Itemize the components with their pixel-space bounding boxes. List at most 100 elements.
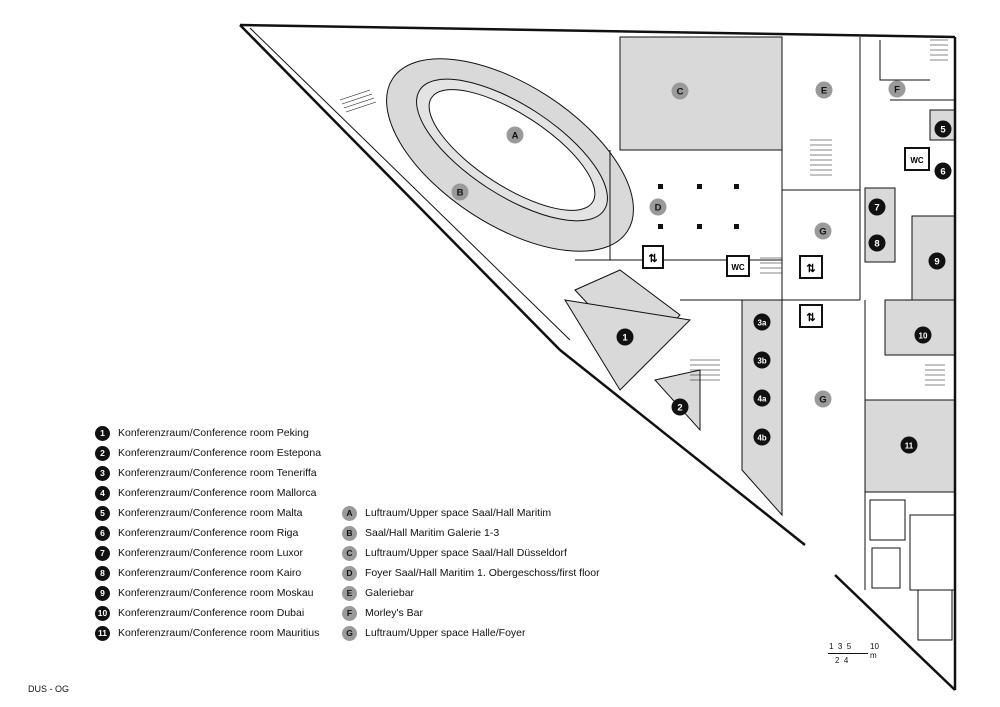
area-legend-badge: D xyxy=(342,565,357,581)
room-badge: 4b xyxy=(753,428,771,446)
room-legend-item: 9 Konferenzraum/Conference room Moskau xyxy=(95,583,321,603)
area-legend-text: Luftraum/Upper space Saal/Hall Düsseldor… xyxy=(365,547,567,559)
area-legend-badge: E xyxy=(342,585,357,601)
room-legend-badge: 7 xyxy=(95,545,110,561)
area-badge: B xyxy=(451,183,469,201)
room-badge-label: 4b xyxy=(757,434,766,443)
area-badge-label: A xyxy=(512,131,519,142)
room-badge-label: 5 xyxy=(940,125,946,136)
room-badge-label: 10 xyxy=(919,332,928,341)
svg-text:⇅: ⇅ xyxy=(806,312,815,324)
room-legend-text: Konferenzraum/Conference room Estepona xyxy=(118,447,322,459)
room-legend-badge: 1 xyxy=(95,425,110,441)
pillars xyxy=(658,184,739,229)
area-legend-item: A Luftraum/Upper space Saal/Hall Maritim xyxy=(342,503,600,523)
svg-text:⇅: ⇅ xyxy=(806,263,815,275)
room-legend-badge: 2 xyxy=(95,445,110,461)
room-legend-item: 1 Konferenzraum/Conference room Peking xyxy=(95,423,321,443)
room-legend-badge: 5 xyxy=(95,505,110,521)
area-badge-label: G xyxy=(819,395,826,406)
area-legend-item: C Luftraum/Upper space Saal/Hall Düsseldo… xyxy=(342,543,600,563)
area-badge: C xyxy=(671,82,689,100)
room-legend-badge: 11 xyxy=(95,625,110,641)
room-legend-text: Konferenzraum/Conference room Malta xyxy=(118,507,303,519)
area-legend-text: Foyer Saal/Hall Maritim 1. Obergeschoss/… xyxy=(365,567,600,579)
wc-label: WC xyxy=(731,263,745,272)
room-legend-item: 7 Konferenzraum/Conference room Luxor xyxy=(95,543,321,563)
room-legend-badge: 4 xyxy=(95,485,110,501)
area-legend-badge: C xyxy=(342,545,357,561)
room-badge-label: 4a xyxy=(758,395,767,404)
room-badge: 6 xyxy=(934,162,952,180)
svg-text:⇅: ⇅ xyxy=(648,253,657,265)
area-badge-label: B xyxy=(457,188,464,199)
room-legend-badge: 6 xyxy=(95,525,110,541)
room-legend-text: Konferenzraum/Conference room Peking xyxy=(118,427,309,439)
area-legend-text: Saal/Hall Maritim Galerie 1-3 xyxy=(365,527,500,539)
walls xyxy=(239,23,957,691)
room-legend-text: Konferenzraum/Conference room Luxor xyxy=(118,547,304,559)
scale-top-ticks: 1 3 5 xyxy=(829,642,852,651)
area-badge-label: C xyxy=(677,87,684,98)
scale-line xyxy=(828,653,868,654)
room-badge-label: 6 xyxy=(940,167,945,178)
room-legend-text: Konferenzraum/Conference room Kairo xyxy=(118,567,302,579)
area-legend-item: G Luftraum/Upper space Halle/Foyer xyxy=(342,623,600,643)
area-badge-label: F xyxy=(894,85,900,96)
room-fills xyxy=(564,36,956,517)
room-badge-label: 2 xyxy=(677,403,682,414)
room-badge-label: 8 xyxy=(874,239,879,250)
room-badge: 2 xyxy=(671,398,689,416)
stairs xyxy=(339,39,948,386)
room-legend-item: 5 Konferenzraum/Conference room Malta xyxy=(95,503,321,523)
room-badge: 5 xyxy=(934,120,952,138)
area-legend-badge: G xyxy=(342,625,357,641)
area-legend-badge: B xyxy=(342,525,357,541)
room-legend-text: Konferenzraum/Conference room Riga xyxy=(118,527,299,539)
scale-unit: 10 m xyxy=(870,642,879,660)
scale-bottom-ticks: 2 4 xyxy=(835,656,849,665)
room-legend-badge: 9 xyxy=(95,585,110,601)
area-badge-label: D xyxy=(655,203,662,214)
area-legend-item: E Galeriebar xyxy=(342,583,600,603)
area-legend-item: D Foyer Saal/Hall Maritim 1. Obergeschoss… xyxy=(342,563,600,583)
area-badge: G xyxy=(814,390,832,408)
area-legend-text: Luftraum/Upper space Saal/Hall Maritim xyxy=(365,507,552,519)
room-legend-text: Konferenzraum/Conference room Dubai xyxy=(118,607,305,619)
room-legend-text: Konferenzraum/Conference room Mallorca xyxy=(118,487,317,499)
room-badge-label: 9 xyxy=(934,257,939,268)
room-badge: 9 xyxy=(928,252,946,270)
room-badge: 7 xyxy=(868,198,886,216)
hall-maritim xyxy=(386,58,634,252)
room-badge-label: 7 xyxy=(874,203,879,214)
room-legend-text: Konferenzraum/Conference room Moskau xyxy=(118,587,314,599)
room-badges: 1 2 3a 3b 4a 4b 5 6 7 8 9 10 11 xyxy=(616,120,952,454)
room-badge: 1 xyxy=(616,328,634,346)
room-badge: 11 xyxy=(900,436,918,454)
area-legend-item: B Saal/Hall Maritim Galerie 1-3 xyxy=(342,523,600,543)
room-badge-label: 3a xyxy=(758,319,767,328)
room-legend-badge: 3 xyxy=(95,465,110,481)
area-badge: D xyxy=(649,198,667,216)
room-legend-item: 4 Konferenzraum/Conference room Mallorca xyxy=(95,483,321,503)
room-legend-item: 2 Konferenzraum/Conference room Estepona xyxy=(95,443,321,463)
area-badge-label: G xyxy=(819,227,826,238)
area-legend-text: Galeriebar xyxy=(365,587,415,599)
area-legend-text: Luftraum/Upper space Halle/Foyer xyxy=(365,627,526,639)
area-legend-badge: A xyxy=(342,505,357,521)
room-badge-label: 1 xyxy=(622,333,628,344)
room-badge: 4a xyxy=(753,389,771,407)
inner-walls xyxy=(249,27,956,641)
area-legend-text: Morley's Bar xyxy=(365,607,424,619)
elevators xyxy=(642,245,823,328)
room-badge: 10 xyxy=(914,326,932,344)
room-badge: 3b xyxy=(753,351,771,369)
room-badge: 3a xyxy=(753,313,771,331)
